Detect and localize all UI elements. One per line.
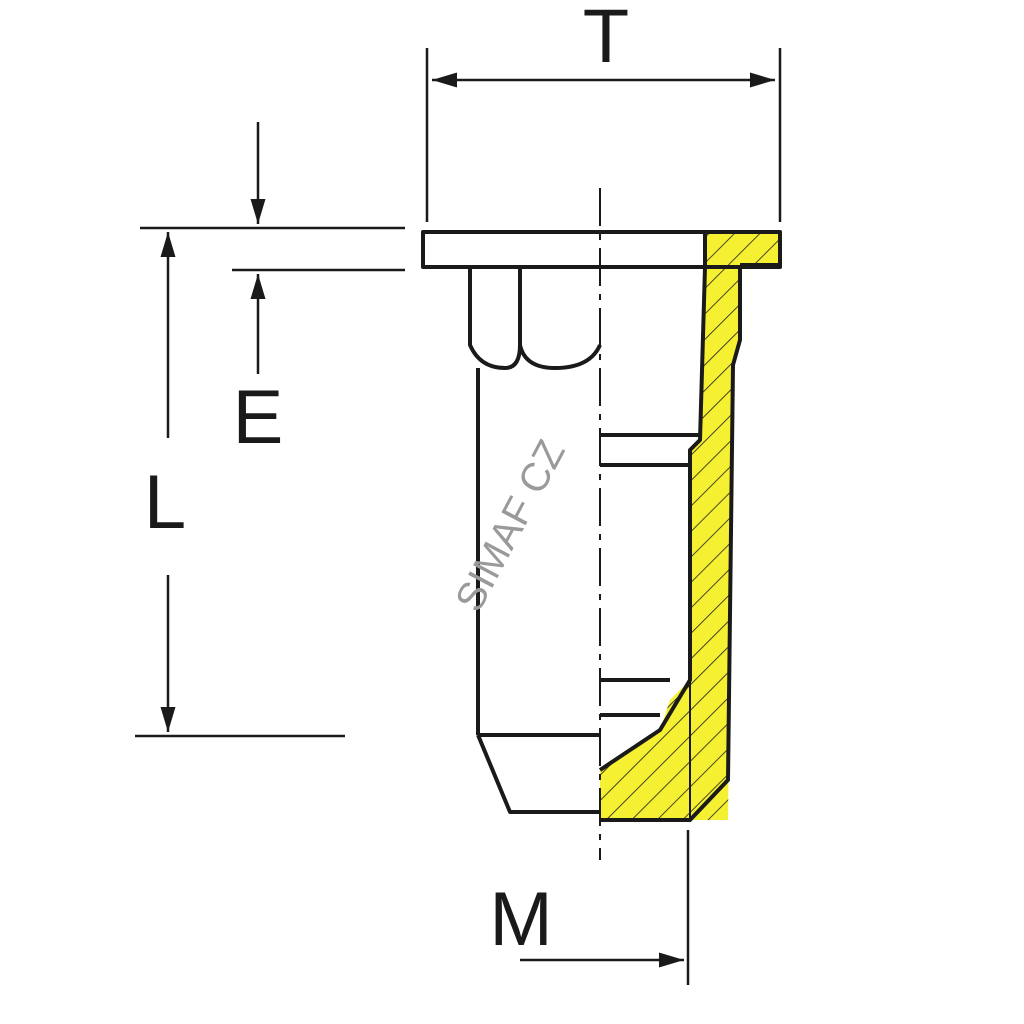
label-e: E [233, 375, 284, 460]
part-outline [421, 230, 782, 822]
thread-bore [600, 433, 700, 717]
dimension-l [135, 232, 345, 738]
watermark: SIMAF CZ [447, 433, 573, 618]
label-l: L [144, 460, 186, 545]
label-m: M [489, 877, 552, 962]
section-hatch [690, 232, 780, 820]
right-profile [600, 232, 742, 822]
label-t: T [583, 0, 629, 79]
dimension-t [425, 48, 782, 222]
dimension-e [140, 122, 405, 374]
dimension-m [520, 830, 690, 985]
hex-lobe-right [518, 344, 602, 370]
hex-lobe-left [468, 267, 522, 370]
bottom-chamfer [476, 733, 600, 814]
